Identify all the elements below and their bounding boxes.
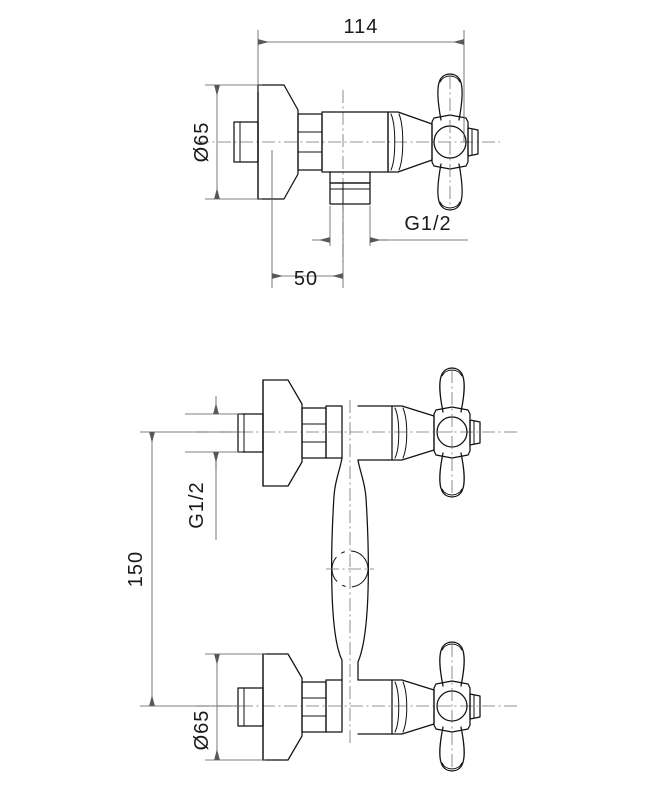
valve-body-top (321, 111, 389, 205)
cross-handle-upper (433, 367, 481, 498)
dimension-label-114: 114 (344, 16, 379, 38)
lower-valve-assembly (237, 641, 481, 772)
dimension-label-g12-top: G1/2 (404, 213, 451, 235)
dimension-label-diameter-bottom: Ø65 (191, 710, 213, 751)
central-column (326, 457, 374, 681)
dimension-flange-diameter-top: Ø65 (191, 84, 262, 200)
top-view-group: 114 Ø65 50 G1/2 (191, 16, 500, 290)
cross-handle-lower (433, 641, 481, 772)
dimension-label-g12-bottom: G1/2 (186, 481, 208, 528)
cross-handle-top (431, 73, 479, 211)
dimension-label-150: 150 (125, 551, 147, 587)
dimension-label-diameter-top: Ø65 (191, 122, 213, 163)
dimension-outlet-offset-top: 50 (271, 150, 344, 290)
dimension-overall-length-top: 114 (257, 16, 465, 142)
bottom-view-group: 150 G1/2 Ø65 (125, 367, 520, 772)
dimension-thread-callout-bottom: G1/2 (185, 396, 242, 540)
dimension-flange-diameter-bottom: Ø65 (191, 653, 266, 761)
dimension-centre-distance: 150 (125, 431, 240, 707)
upper-valve-assembly (237, 367, 481, 498)
dimension-label-50: 50 (294, 268, 318, 290)
dimension-thread-callout-top: G1/2 (312, 206, 468, 246)
